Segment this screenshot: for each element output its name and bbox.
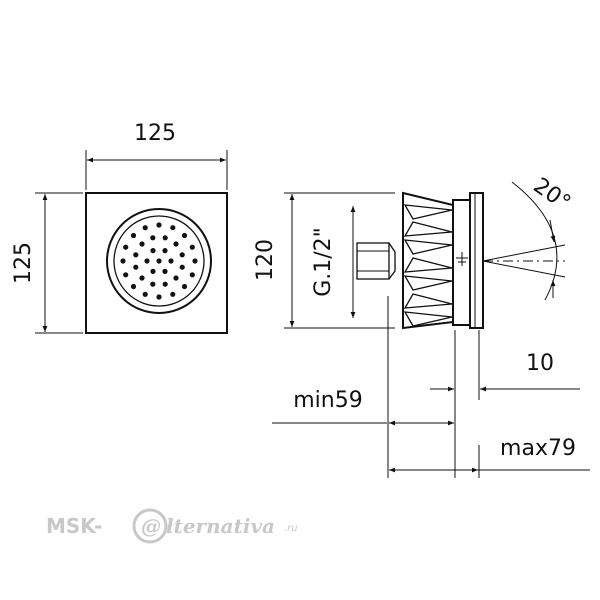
nozzle-hole bbox=[162, 281, 168, 287]
nozzle-hole bbox=[133, 252, 139, 258]
nozzle-holes bbox=[120, 222, 198, 300]
nozzle-hole bbox=[133, 264, 139, 270]
nozzle-hole bbox=[162, 268, 168, 274]
watermark-brand-suffix: lternativa bbox=[166, 514, 275, 538]
spray-line-lower bbox=[482, 260, 566, 278]
nozzle-hole bbox=[150, 281, 156, 287]
nozzle-hole bbox=[162, 248, 168, 254]
thread-label: G.1/2" bbox=[311, 227, 336, 297]
nozzle-hole bbox=[130, 232, 137, 239]
nozzle-hole bbox=[162, 235, 168, 241]
nozzle-outer-ring bbox=[106, 208, 212, 314]
nozzle-hole bbox=[150, 235, 156, 241]
nozzle-hole bbox=[150, 268, 156, 274]
nozzle-hole bbox=[123, 272, 129, 278]
nozzle-hole bbox=[139, 241, 145, 247]
face-plate bbox=[469, 192, 484, 329]
cooling-fin bbox=[403, 239, 453, 255]
watermark-brand-at: @ bbox=[141, 514, 161, 538]
nozzle-hole bbox=[156, 222, 162, 228]
cooling-fin bbox=[403, 293, 453, 309]
nozzle-hole bbox=[181, 283, 188, 290]
nozzle-hole bbox=[181, 232, 188, 239]
nozzle-hole bbox=[139, 275, 145, 281]
thread-pipe bbox=[356, 242, 390, 280]
nozzle-hole bbox=[170, 225, 176, 231]
nozzle-hole bbox=[120, 258, 126, 264]
cooling-fins bbox=[403, 204, 453, 327]
nozzle-hole bbox=[192, 258, 198, 264]
nozzle-hole bbox=[173, 275, 179, 281]
nozzle-hole bbox=[189, 272, 195, 278]
nozzle-hole bbox=[170, 291, 176, 297]
nozzle-hole bbox=[179, 264, 185, 270]
spray-line-upper bbox=[482, 244, 566, 262]
nozzle-hole bbox=[142, 225, 148, 231]
watermark-logo: MSK- @ lternativa .ru bbox=[46, 508, 298, 544]
cooling-fin bbox=[403, 221, 453, 237]
height-label: 125 bbox=[11, 242, 36, 284]
watermark-brand-prefix: MSK- bbox=[46, 514, 102, 538]
nozzle-body bbox=[402, 191, 484, 330]
cooling-fin bbox=[403, 257, 453, 273]
watermark-domain: .ru bbox=[284, 523, 298, 534]
depth-label: 10 bbox=[526, 351, 554, 376]
nozzle-hole bbox=[130, 283, 137, 290]
nozzle-hole bbox=[156, 294, 162, 300]
nozzle-hole bbox=[156, 258, 162, 264]
nozzle-hole bbox=[123, 244, 129, 250]
spray-angle: 20° bbox=[482, 173, 575, 301]
nozzle-hole bbox=[144, 258, 150, 264]
nozzle-hole bbox=[142, 291, 148, 297]
watermark-at-ring bbox=[132, 508, 168, 544]
nozzle-hole bbox=[189, 244, 195, 250]
nozzle-hole bbox=[150, 248, 156, 254]
nozzle-hole bbox=[168, 258, 174, 264]
angle-label: 20° bbox=[529, 173, 575, 216]
side-view: 120 G.1/2" 10 min59 bbox=[253, 173, 590, 478]
adjust-symbol-icon bbox=[456, 252, 468, 266]
cooling-fin bbox=[403, 311, 453, 327]
nozzle-hole bbox=[173, 241, 179, 247]
front-view: 125 125 bbox=[11, 121, 228, 334]
cooling-fin bbox=[403, 204, 453, 220]
nozzle-hole bbox=[179, 252, 185, 258]
side-height-label: 120 bbox=[253, 239, 278, 281]
width-label: 125 bbox=[134, 121, 176, 146]
max-label: max79 bbox=[500, 436, 576, 461]
nozzle-inner-ring bbox=[113, 215, 205, 307]
front-plate-outline bbox=[85, 192, 228, 334]
min-label: min59 bbox=[293, 388, 362, 413]
cooling-fin bbox=[403, 275, 453, 291]
